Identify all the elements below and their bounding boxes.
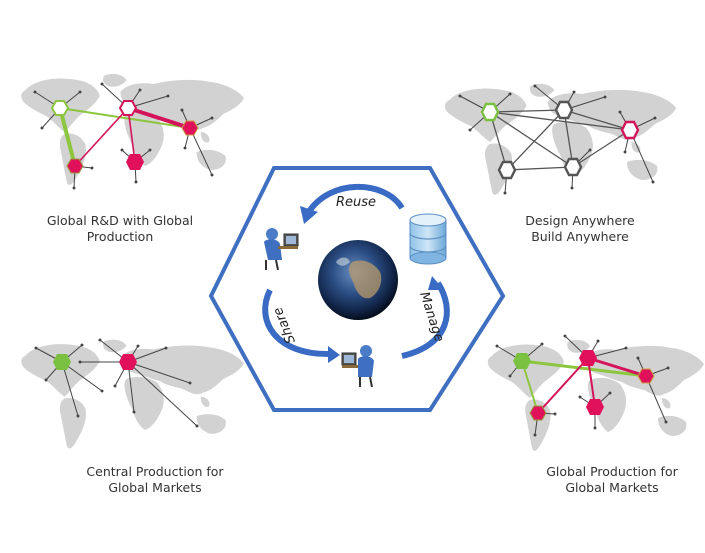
network-links (521, 356, 647, 414)
caption-bottom-left: Central Production for Global Markets (55, 464, 255, 496)
node-red (637, 368, 655, 384)
database-icon (409, 213, 447, 265)
globe-icon (318, 240, 398, 320)
production-node-red (126, 154, 144, 170)
caption-top-left: Global R&D with Global Production (20, 213, 220, 245)
reuse-arrow (305, 183, 405, 215)
user-at-computer-icon (264, 228, 299, 271)
network-links (58, 106, 191, 167)
cycle-arrows (262, 183, 450, 359)
caption-line: Global R&D with Global (46, 213, 194, 228)
caption-line: Design Anywhere (525, 213, 635, 228)
manage-arrow (401, 281, 450, 359)
panel-design-anywhere-build-anywhere (444, 83, 677, 195)
user-at-computer-icon (341, 345, 374, 388)
world-map (444, 83, 677, 195)
caption-line: Global Production for (546, 464, 678, 479)
panel-central-production (21, 338, 244, 449)
reuse-label: Reuse (336, 195, 376, 210)
panel-global-rnd-global-production (21, 73, 244, 190)
production-node-red (66, 158, 84, 174)
production-node-red (181, 120, 199, 136)
design-node-gray (563, 157, 583, 177)
node-red (586, 399, 604, 415)
rnd-node-hollow-red (118, 100, 138, 116)
node-red (579, 350, 597, 366)
network-links (489, 109, 631, 171)
node-green (513, 353, 531, 369)
panel-global-production (487, 334, 704, 451)
node-red (529, 405, 547, 421)
design-node-gray (554, 100, 574, 120)
share-arrow (262, 288, 331, 358)
rnd-node-hollow-green (50, 100, 70, 116)
caption-top-right: Design Anywhere Build Anywhere (480, 213, 680, 245)
design-node-red (620, 120, 640, 140)
design-node-green (480, 102, 500, 122)
center-cycle-hexagon: Reuse Manage Share (208, 166, 506, 412)
caption-line: Global Markets (108, 480, 202, 495)
central-production-node-red (119, 354, 137, 370)
caption-line: Global Markets (565, 480, 659, 495)
caption-line: Central Production for (86, 464, 224, 479)
design-node-gray (497, 160, 517, 180)
cycle-arrowheads (300, 206, 444, 363)
caption-line: Production (86, 229, 154, 244)
market-node-green (53, 354, 71, 370)
market-arrows (34, 338, 199, 428)
caption-line: Build Anywhere (531, 229, 629, 244)
caption-bottom-right: Global Production for Global Markets (512, 464, 705, 496)
